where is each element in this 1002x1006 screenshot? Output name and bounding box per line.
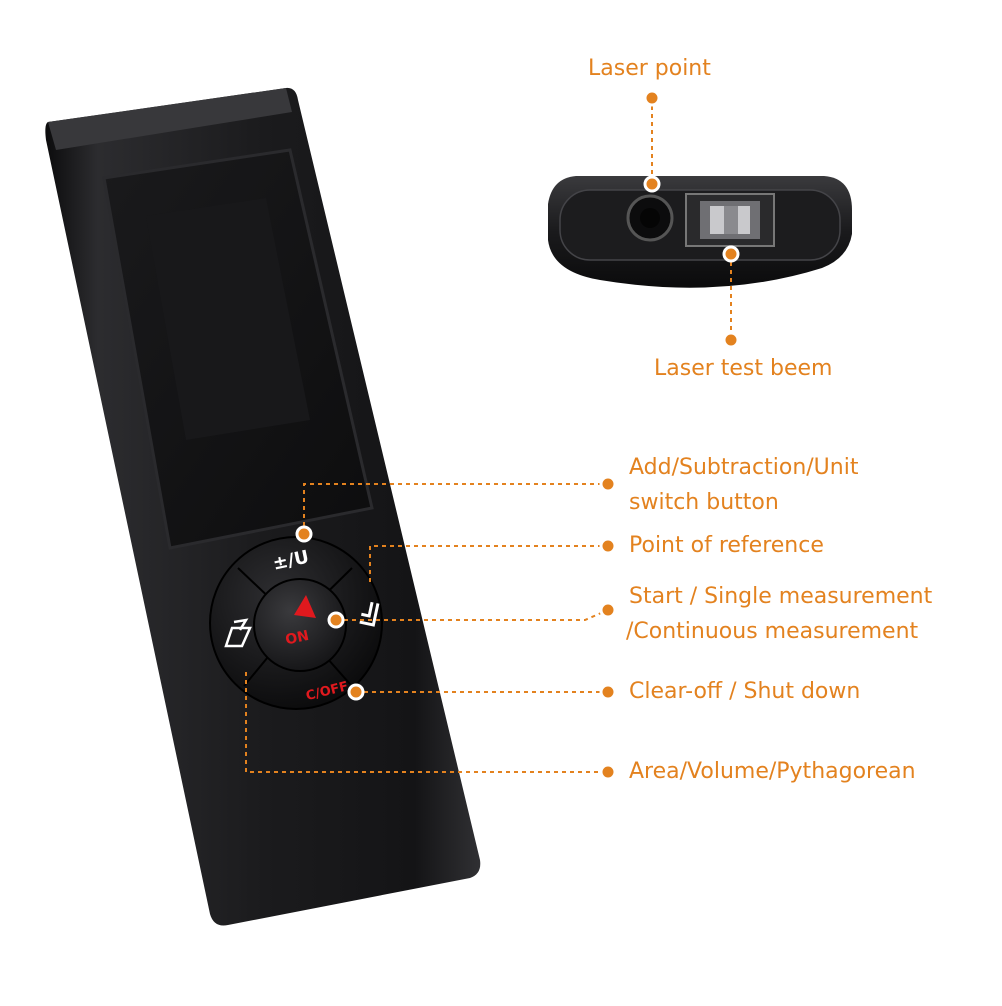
device-head-view <box>548 176 852 288</box>
rangefinder-device: ON ±/U C/OFF <box>45 87 481 926</box>
dot-area-volume-end <box>599 763 617 781</box>
dot-add-sub-unit-end <box>599 475 617 493</box>
label-laser-test-beam: Laser test beem <box>654 356 833 381</box>
label-add-sub-unit-line1: Add/Subtraction/Unit <box>629 455 859 480</box>
on-triangle-icon <box>294 595 316 618</box>
screen-inner <box>146 198 310 440</box>
reference-point-icon[interactable] <box>359 601 380 627</box>
label-clear-off: Clear-off / Shut down <box>629 679 861 704</box>
label-laser-point: Laser point <box>588 56 711 81</box>
dot-laser-beam-bottom <box>722 331 740 349</box>
on-button[interactable] <box>253 578 347 672</box>
dot-laser-point-top <box>643 89 661 107</box>
dot-clear-off-end <box>599 683 617 701</box>
area-volume-icon[interactable] <box>224 618 252 648</box>
device-top-edge <box>48 88 292 150</box>
dot-reference-end <box>599 537 617 555</box>
callout-leaders <box>245 89 740 781</box>
control-wheel: ON ±/U C/OFF <box>209 536 383 710</box>
label-start-line2: /Continuous measurement <box>626 619 919 644</box>
label-area-volume: Area/Volume/Pythagorean <box>629 759 916 784</box>
leader-area-volume <box>245 672 608 773</box>
leader-reference <box>369 545 608 582</box>
label-start-line1: Start / Single measurement <box>629 584 933 609</box>
dot-start-on-button <box>327 611 345 629</box>
dot-add-sub-unit-start <box>295 525 313 543</box>
dot-clear-off-start <box>347 683 365 701</box>
label-point-of-reference: Point of reference <box>629 533 824 558</box>
dot-start-end <box>599 601 617 619</box>
on-button-label: ON <box>284 628 310 649</box>
leader-add-sub-unit <box>303 483 608 534</box>
dot-laser-point-bottom <box>643 175 661 193</box>
dot-laser-beam-top <box>722 245 740 263</box>
label-add-sub-unit-line2: switch button <box>629 490 779 515</box>
